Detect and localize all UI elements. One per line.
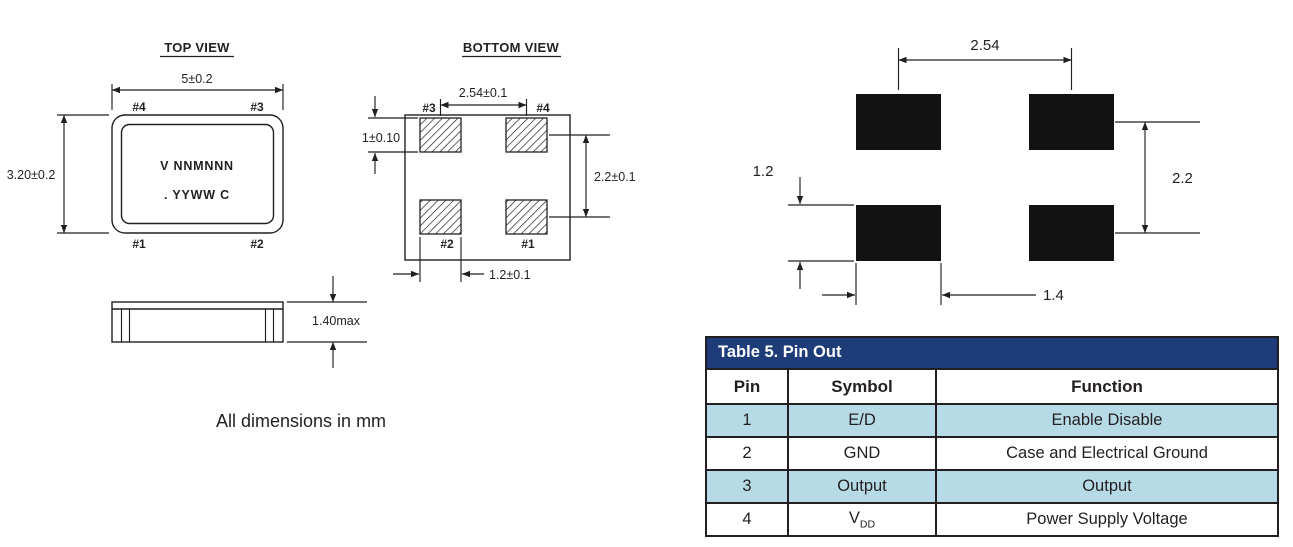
bottom-pin-label-bottom-right: #1 bbox=[521, 237, 535, 251]
package-outline bbox=[111, 114, 284, 234]
horizontal-pitch-dimension: 2.54 bbox=[897, 37, 1073, 90]
side-view: 1.40max bbox=[111, 276, 367, 368]
bottom-pin-label-top-left: #3 bbox=[422, 101, 436, 115]
land-pad-top-right bbox=[1029, 94, 1114, 150]
height-dimension: 3.20±0.2 bbox=[7, 114, 109, 234]
vertical-pitch-dimension: 2.2 bbox=[1115, 121, 1200, 234]
land-pad-height-dim-label: 1.2 bbox=[753, 163, 774, 180]
pad-pitch-dimension: 2.54±0.1 bbox=[439, 86, 528, 116]
symbol-cell: Output bbox=[787, 469, 937, 504]
side-profile-outline bbox=[111, 301, 284, 343]
width-dim-label: 5±0.2 bbox=[181, 72, 212, 86]
symbol-cell: E/D bbox=[787, 403, 937, 438]
bottom-pin-label-top-right: #4 bbox=[536, 101, 550, 115]
width-dimension: 5±0.2 bbox=[111, 72, 284, 110]
table-row: 1 E/D Enable Disable bbox=[705, 403, 1279, 438]
bottom-view: BOTTOM VIEW #3 #4 #2 #1 2.54±0.1 1±0.10 bbox=[362, 40, 636, 282]
col-header-symbol: Symbol bbox=[787, 368, 937, 405]
pinout-table: Pin Symbol Function 1 E/D Enable Disable… bbox=[705, 368, 1279, 537]
terminal-pad-top-left bbox=[419, 117, 462, 153]
row-pitch-dimension: 2.2±0.1 bbox=[549, 134, 636, 218]
pad-height-dimension: 1±0.10 bbox=[362, 96, 418, 174]
terminal-pad-bottom-right bbox=[505, 199, 548, 235]
symbol-cell: GND bbox=[787, 436, 937, 471]
vertical-pitch-dim-label: 2.2 bbox=[1172, 170, 1193, 187]
pin-cell: 2 bbox=[705, 436, 789, 471]
terminal-pad-top-right bbox=[505, 117, 548, 153]
pad-width-dim-label: 1.2±0.1 bbox=[489, 268, 531, 282]
bottom-package-outline bbox=[404, 114, 571, 261]
dimensions-note: All dimensions in mm bbox=[216, 411, 387, 431]
mechanical-drawing: TOP VIEW V NNMNNN . YYWW C #4 #3 #1 #2 5… bbox=[7, 40, 636, 368]
pinout-table-title: Table 5. Pin Out bbox=[705, 336, 1279, 368]
pin-cell: 1 bbox=[705, 403, 789, 438]
pad-width-dimension: 1.2±0.1 bbox=[393, 237, 531, 282]
pad-height-dim-label: 1±0.10 bbox=[362, 131, 400, 145]
land-pattern: 2.54 1.2 2.2 1.4 bbox=[753, 37, 1200, 305]
pin-label-bottom-right: #2 bbox=[250, 237, 264, 251]
col-header-pin: Pin bbox=[705, 368, 789, 405]
marking-line2: . YYWW C bbox=[164, 188, 230, 202]
pin-cell: 4 bbox=[705, 502, 789, 537]
pinout-table-container: Table 5. Pin Out Pin Symbol Function 1 E… bbox=[705, 336, 1279, 537]
table-row: 4 VDD Power Supply Voltage bbox=[705, 502, 1279, 537]
thickness-dim-label: 1.40max bbox=[312, 314, 361, 328]
marking-line1: V NNMNNN bbox=[160, 159, 234, 173]
bottom-view-title: BOTTOM VIEW bbox=[463, 40, 560, 55]
height-dim-label: 3.20±0.2 bbox=[7, 168, 56, 182]
function-cell: Case and Electrical Ground bbox=[935, 436, 1279, 471]
land-pad-bottom-right bbox=[1029, 205, 1114, 261]
land-pad-width-dim-label: 1.4 bbox=[1043, 287, 1064, 304]
pin-cell: 3 bbox=[705, 469, 789, 504]
col-header-function: Function bbox=[935, 368, 1279, 405]
land-pad-bottom-left bbox=[856, 205, 941, 261]
top-view: TOP VIEW V NNMNNN . YYWW C #4 #3 #1 #2 5… bbox=[7, 40, 284, 251]
row-pitch-dim-label: 2.2±0.1 bbox=[594, 170, 636, 184]
land-pad-height-dimension: 1.2 bbox=[753, 163, 854, 289]
header-row: Pin Symbol Function bbox=[705, 368, 1279, 405]
top-view-title: TOP VIEW bbox=[164, 40, 230, 55]
symbol-subscript: DD bbox=[859, 518, 876, 531]
table-row: 2 GND Case and Electrical Ground bbox=[705, 436, 1279, 471]
terminal-pad-bottom-left bbox=[419, 199, 462, 235]
pin-label-top-right: #3 bbox=[250, 100, 264, 114]
pin-label-top-left: #4 bbox=[132, 100, 146, 114]
thickness-dimension: 1.40max bbox=[287, 276, 367, 368]
bottom-pin-label-bottom-left: #2 bbox=[440, 237, 454, 251]
function-cell: Power Supply Voltage bbox=[935, 502, 1279, 537]
function-cell: Output bbox=[935, 469, 1279, 504]
pad-pitch-dim-label: 2.54±0.1 bbox=[459, 86, 508, 100]
pin-label-bottom-left: #1 bbox=[132, 237, 146, 251]
land-pad-top-left bbox=[856, 94, 941, 150]
symbol-main: V bbox=[848, 508, 860, 527]
table-row: 3 Output Output bbox=[705, 469, 1279, 504]
horizontal-pitch-dim-label: 2.54 bbox=[970, 37, 999, 54]
symbol-cell: VDD bbox=[787, 502, 937, 537]
land-pattern-drawing: 2.54 1.2 2.2 1.4 bbox=[753, 37, 1200, 305]
package-lid-outline bbox=[120, 123, 275, 225]
land-pad-width-dimension: 1.4 bbox=[822, 263, 1064, 305]
function-cell: Enable Disable bbox=[935, 403, 1279, 438]
